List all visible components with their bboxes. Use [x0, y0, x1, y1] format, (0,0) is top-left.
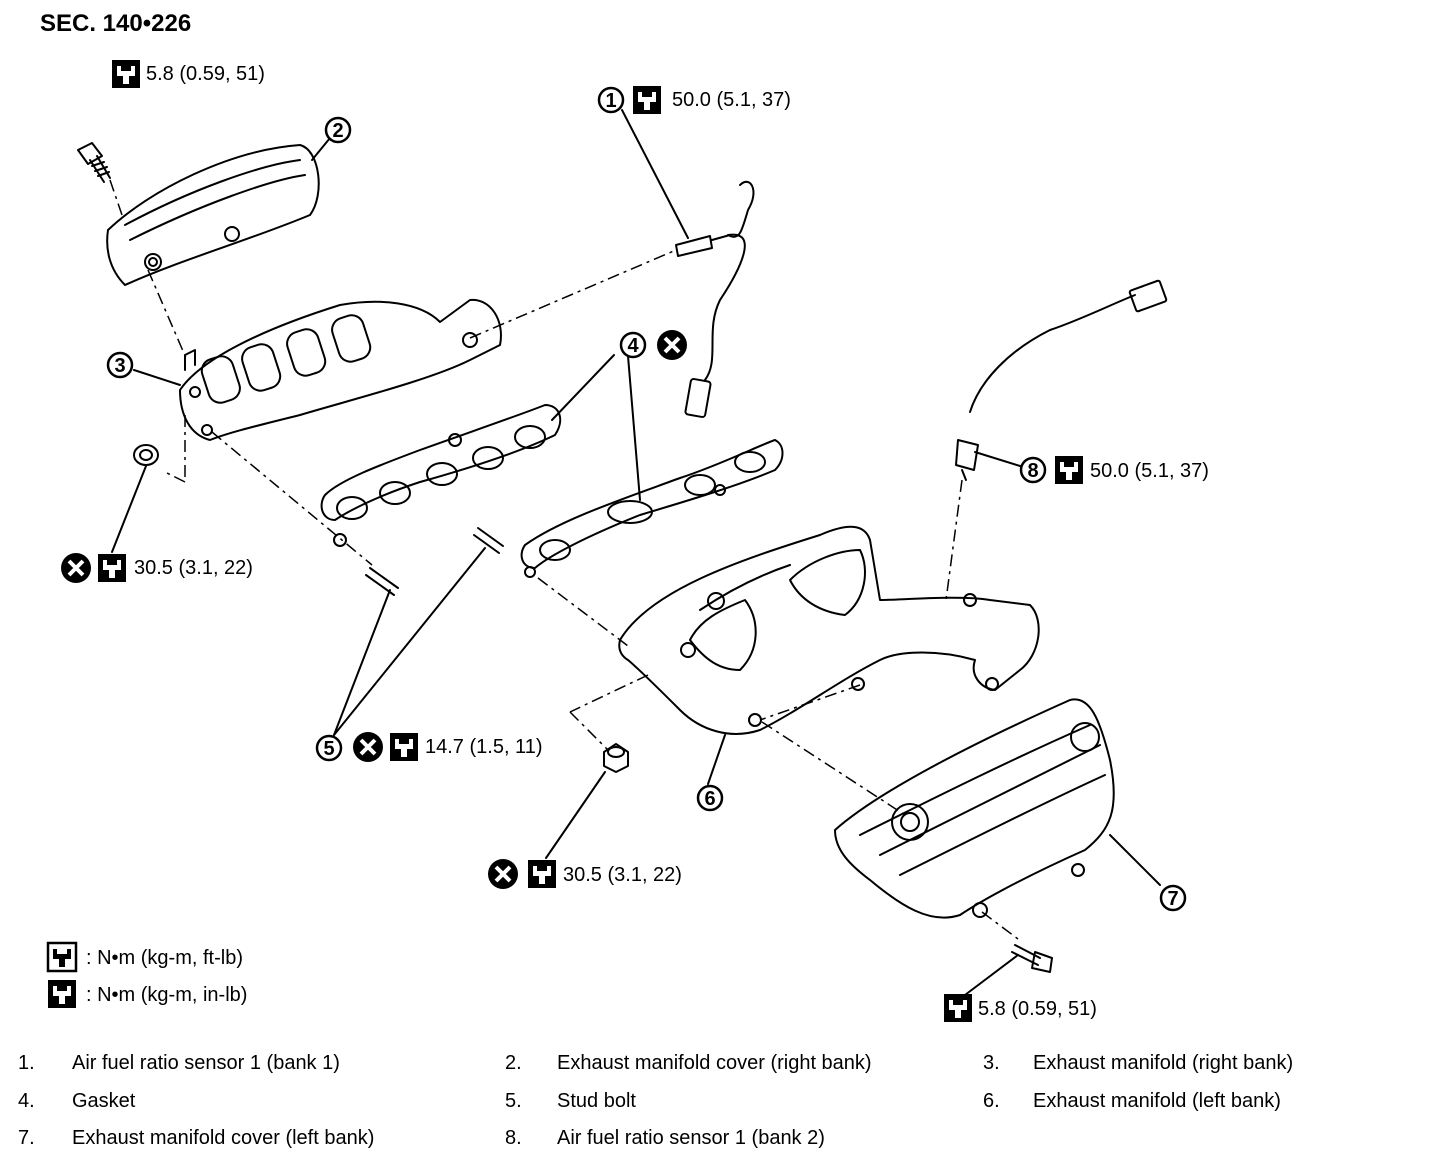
svg-text:8: 8: [1027, 460, 1038, 482]
air-fuel-sensor-bank1: [675, 180, 755, 418]
bolt-cover-right: [77, 142, 111, 183]
torque-wrench-icon: [112, 60, 140, 88]
torque-wrench-icons: [46, 60, 1083, 1022]
units-in-lb: : N•m (kg-m, in-lb): [86, 984, 248, 1006]
svg-text:5: 5: [323, 738, 334, 760]
exhaust-manifold-diagram: [77, 109, 1168, 996]
manifold-cover-left: [834, 698, 1115, 919]
callout-8: 8: [1019, 456, 1047, 484]
manifold-cover-right: [106, 144, 320, 286]
callout-2: 2: [324, 116, 352, 144]
torque-nut-right: 30.5 (3.1, 22): [134, 557, 253, 579]
torque-wrench-icon-outline: [46, 941, 78, 973]
not-reusable-icon: [353, 732, 383, 762]
exhaust-manifold-left: [618, 525, 1040, 735]
svg-text:4: 4: [627, 335, 639, 357]
torque-wrench-icon: [944, 994, 972, 1022]
section-code: SEC. 140•226: [40, 10, 192, 37]
torque-cover-right-bolt: 5.8 (0.59, 51): [146, 63, 265, 85]
not-reusable-icon: [488, 859, 518, 889]
callout-4: 4: [619, 331, 647, 359]
not-reusable-icon: [657, 330, 687, 360]
torque-cover-left-bolt: 5.8 (0.59, 51): [978, 998, 1097, 1020]
torque-nut-left: 30.5 (3.1, 22): [563, 864, 682, 886]
callout-5: 5: [315, 734, 343, 762]
svg-text:2: 2: [332, 120, 343, 142]
torque-wrench-icon: [528, 860, 556, 888]
bolt-cover-left: [1011, 944, 1053, 973]
svg-text:3: 3: [114, 355, 125, 377]
callout-3: 3: [106, 351, 134, 379]
torque-stud: 14.7 (1.5, 11): [425, 736, 543, 758]
callout-markers: 1 2 3 4 5 6 7 8: [46, 60, 1187, 1022]
exhaust-manifold-right: [179, 298, 502, 441]
torque-wrench-icon: [633, 86, 661, 114]
svg-text:1: 1: [605, 90, 616, 112]
units-ft-lb: : N•m (kg-m, ft-lb): [86, 947, 243, 969]
not-reusable-icon: [61, 553, 91, 583]
torque-wrench-icon: [48, 980, 76, 1008]
callout-6: 6: [696, 784, 724, 812]
leader-lines: [111, 109, 1161, 996]
nut-right: [133, 444, 159, 466]
alignment-lines: [109, 179, 1023, 943]
svg-text:6: 6: [704, 788, 715, 810]
nut-left: [603, 743, 629, 773]
svg-text:7: 7: [1167, 888, 1178, 910]
torque-wrench-icon: [98, 554, 126, 582]
torque-wrench-icon: [1055, 456, 1083, 484]
torque-sensor-bank2: 50.0 (5.1, 37): [1090, 460, 1209, 482]
callout-7: 7: [1159, 884, 1187, 912]
callout-1: 1: [597, 86, 625, 114]
torque-sensor-bank1: 50.0 (5.1, 37): [672, 89, 791, 111]
torque-wrench-icon: [390, 733, 418, 761]
air-fuel-sensor-bank2: [955, 279, 1168, 481]
gasket-right: [320, 404, 562, 547]
gasket-left: [520, 439, 784, 578]
not-reusable-symbols: [61, 330, 687, 889]
